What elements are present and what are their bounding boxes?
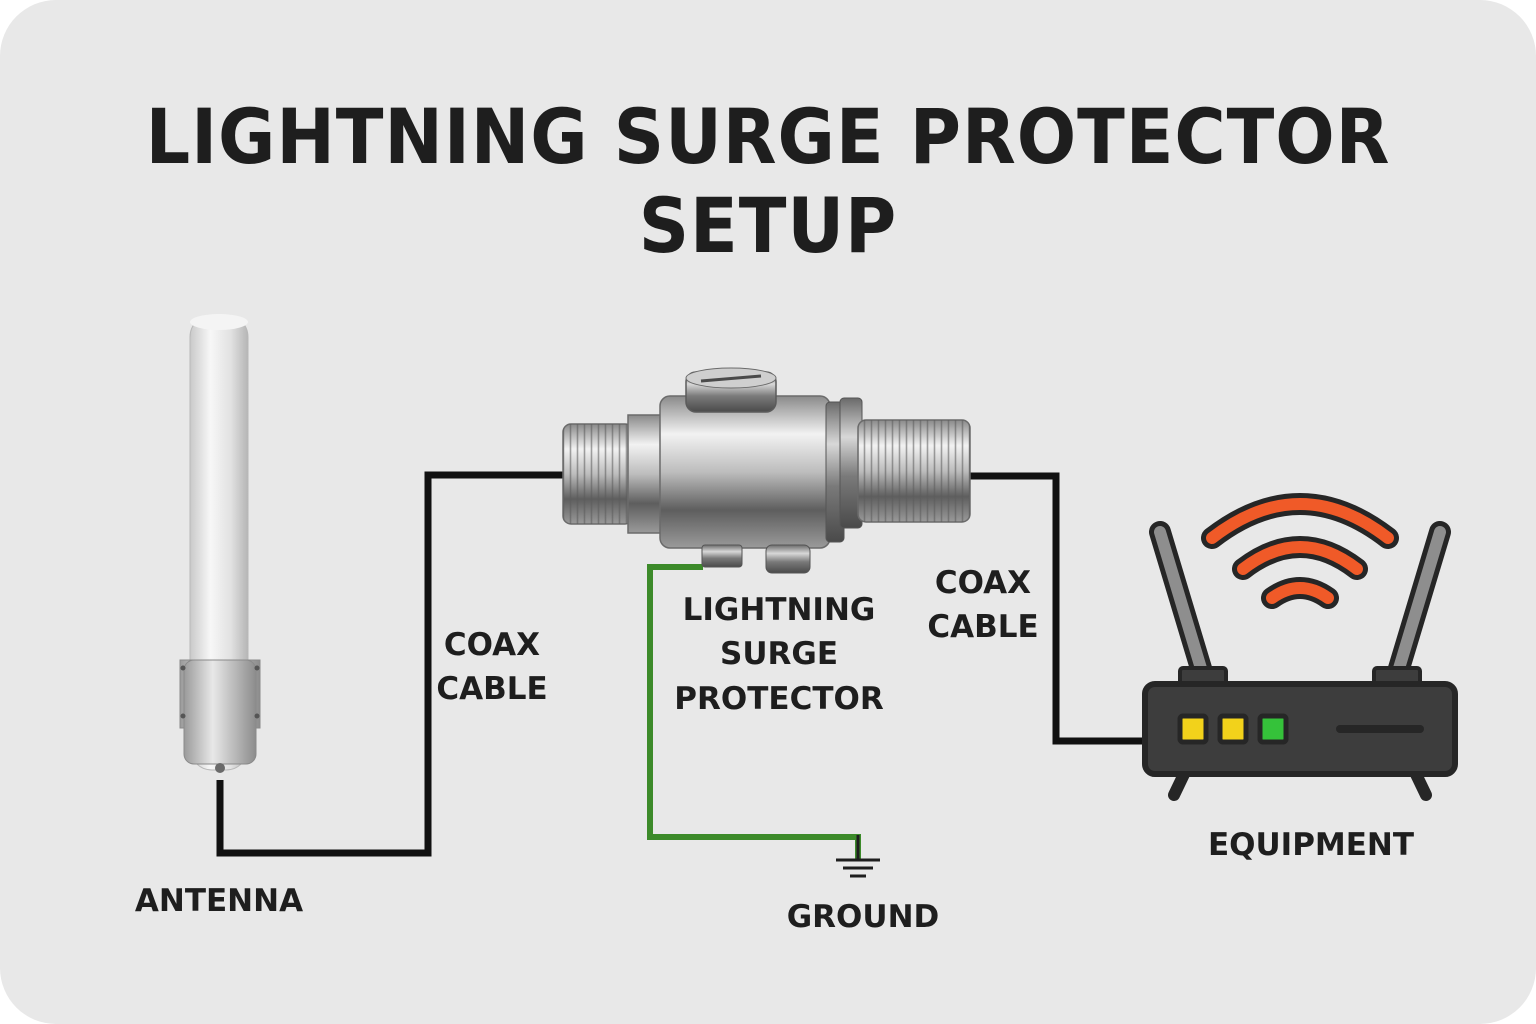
- omni-antenna-icon: [179, 314, 261, 773]
- wifi-waves-icon: [1201, 493, 1399, 609]
- label-coax-right-line1: COAX: [935, 565, 1031, 601]
- label-protector-line1: LIGHTNING: [683, 592, 876, 628]
- diagram-title: LIGHTNING SURGE PROTECTOR SETUP: [145, 92, 1391, 270]
- label-coax-left-line1: COAX: [444, 627, 540, 663]
- router-led-1: [1177, 713, 1209, 745]
- router-antenna-right: [1372, 521, 1451, 690]
- label-protector-line3: PROTECTOR: [674, 681, 884, 717]
- label-equipment: EQUIPMENT: [1208, 827, 1414, 863]
- label-coax-right-line2: CABLE: [927, 609, 1038, 645]
- label-coax-left-line2: CABLE: [436, 671, 547, 707]
- surge-protector-icon: [562, 367, 971, 574]
- ground-symbol-icon: [836, 835, 880, 878]
- wifi-router-icon: [1142, 493, 1458, 801]
- router-led-2: [1217, 713, 1249, 745]
- label-protector-line2: SURGE: [720, 636, 838, 672]
- label-ground: GROUND: [787, 899, 940, 935]
- coax-cable-right: [965, 472, 1150, 745]
- label-antenna: ANTENNA: [135, 883, 303, 919]
- router-led-3: [1257, 713, 1289, 745]
- router-antenna-left: [1149, 521, 1228, 690]
- coax-cable-left: [216, 471, 570, 857]
